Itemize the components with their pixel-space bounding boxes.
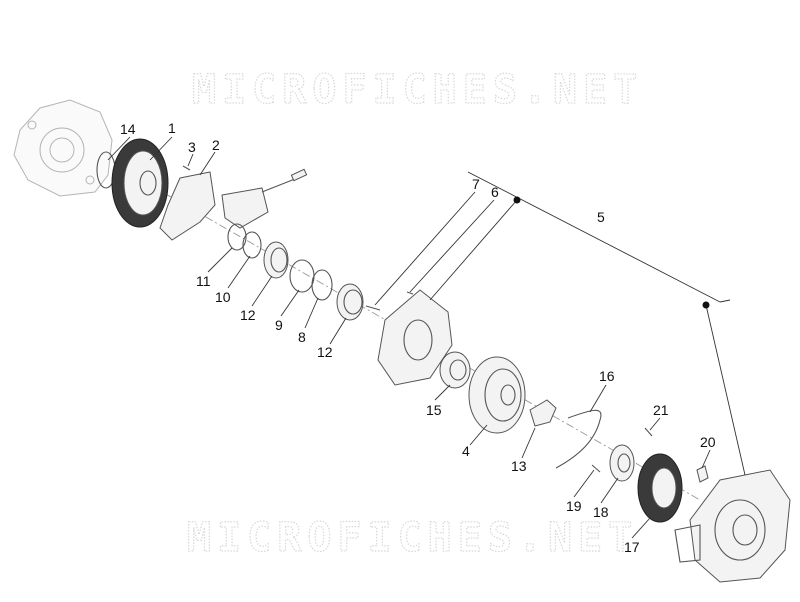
pin-short bbox=[406, 291, 414, 295]
circlip bbox=[227, 223, 247, 251]
callout-15: 15 bbox=[426, 402, 442, 418]
stator-screw bbox=[644, 427, 653, 437]
stator-pin bbox=[591, 464, 601, 473]
leader-dot bbox=[513, 196, 521, 204]
screw bbox=[182, 165, 191, 171]
pin-long bbox=[365, 305, 381, 311]
callout-10: 10 bbox=[215, 289, 231, 305]
callout-6: 6 bbox=[491, 184, 499, 200]
callout-11: 11 bbox=[196, 273, 211, 289]
bearing-lower bbox=[336, 283, 364, 321]
callout-20: 20 bbox=[700, 434, 716, 450]
watermark-top: MICROFICHES.NET bbox=[192, 67, 643, 113]
callout-1: 1 bbox=[168, 120, 176, 136]
callout-18: 18 bbox=[593, 504, 609, 520]
callout-12-lower: 12 bbox=[317, 344, 333, 360]
callout-13: 13 bbox=[511, 458, 527, 474]
callout-21: 21 bbox=[653, 402, 669, 418]
pickup-sensor bbox=[609, 444, 635, 482]
callout-8: 8 bbox=[298, 329, 306, 345]
callout-7: 7 bbox=[472, 176, 480, 192]
bearing-upper bbox=[263, 241, 289, 279]
watermark-bottom: MICROFICHES.NET bbox=[187, 515, 638, 561]
freewheel-gear bbox=[439, 351, 471, 389]
callout-16: 16 bbox=[599, 368, 615, 384]
stator bbox=[637, 453, 683, 523]
callout-3: 3 bbox=[188, 139, 196, 155]
flywheel-ring-gear bbox=[111, 138, 169, 228]
bracket-mechanism bbox=[159, 168, 308, 241]
rotor bbox=[468, 356, 526, 434]
leader-dot bbox=[702, 301, 710, 309]
fitting bbox=[696, 465, 709, 483]
callout-17: 17 bbox=[624, 539, 640, 555]
ring-thin bbox=[289, 259, 315, 293]
callout-12-upper: 12 bbox=[240, 307, 256, 323]
callout-9: 9 bbox=[275, 317, 283, 333]
callout-5: 5 bbox=[597, 209, 605, 225]
crankcase-cover bbox=[13, 99, 113, 197]
gasket bbox=[529, 399, 557, 427]
leader-lines bbox=[107, 136, 746, 539]
callout-14: 14 bbox=[120, 121, 136, 137]
callout-labels: 1 2 3 14 11 10 12 9 8 12 7 6 5 15 4 13 1… bbox=[120, 120, 716, 555]
ring bbox=[242, 231, 262, 259]
freewheel-housing bbox=[377, 289, 453, 386]
callout-19: 19 bbox=[566, 498, 582, 514]
callout-4: 4 bbox=[462, 443, 470, 459]
ring-thin-2 bbox=[311, 269, 333, 301]
wire-harness bbox=[555, 409, 602, 469]
generator-housing bbox=[674, 469, 791, 583]
callout-2: 2 bbox=[212, 137, 220, 153]
